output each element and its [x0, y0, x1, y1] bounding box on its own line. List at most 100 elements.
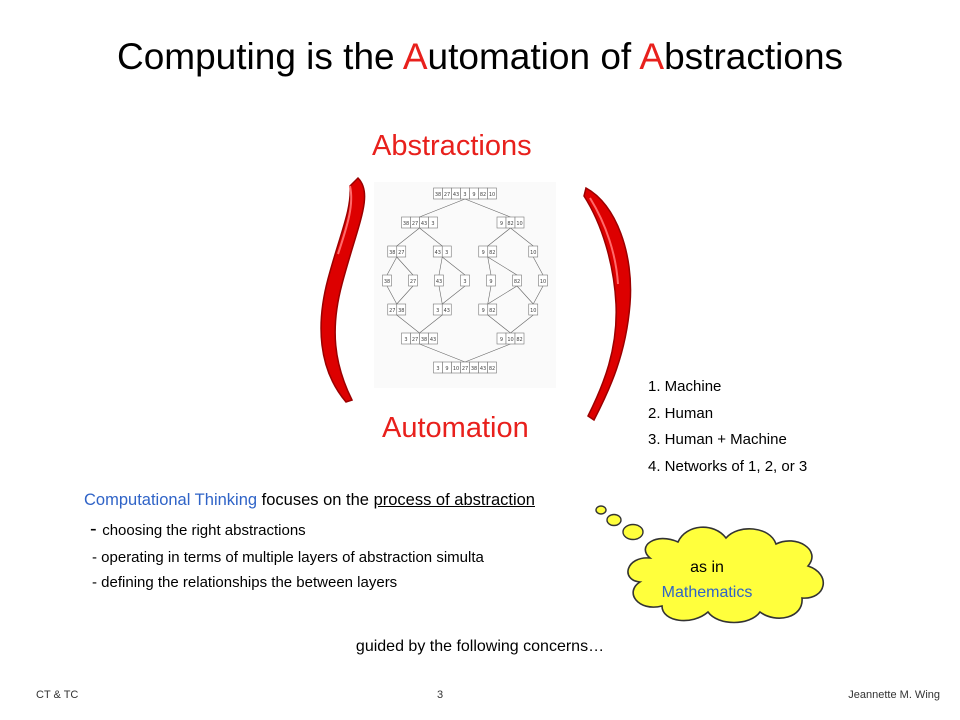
title-part: utomation of	[427, 36, 640, 77]
diagram-cell-value: 10	[540, 279, 546, 285]
diagram-node: 27	[408, 274, 418, 287]
diagram-cell-value: 82	[480, 192, 486, 198]
diagram-cell-value: 9	[472, 192, 475, 198]
left-curved-arrow-icon	[320, 176, 366, 403]
diagram-cell-value: 43	[430, 337, 436, 343]
footer-left: CT & TC	[36, 689, 79, 701]
diagram-node: 9	[486, 274, 496, 287]
diagram-edge	[419, 343, 466, 363]
diagram-cell-value: 43	[421, 221, 427, 227]
diagram-edge	[532, 285, 544, 305]
diagram-cell-value: 10	[530, 250, 536, 256]
diagram-cell-value: 82	[516, 337, 522, 343]
diagram-edge	[396, 314, 420, 334]
diagram-cell-value: 9	[500, 337, 503, 343]
diagram-cell	[460, 274, 470, 287]
diagram-cell	[428, 216, 438, 229]
diagram-cell-value: 38	[435, 192, 441, 198]
diagram-edge	[438, 256, 443, 276]
diagram-edge	[419, 314, 443, 334]
diagram-node: 3 43	[432, 303, 452, 316]
diagram-cell-value: 82	[489, 308, 495, 314]
diagram-edge	[532, 256, 544, 276]
diagram-cell	[528, 303, 539, 316]
right-curved-arrow-icon	[583, 186, 632, 422]
diagram-node: 9 82	[478, 303, 498, 316]
diagram-edge	[487, 256, 492, 276]
cloud-text: as in Mathematics	[622, 555, 792, 605]
diagram-edge	[516, 285, 534, 305]
guided-text: guided by the following concerns…	[355, 638, 605, 655]
bullet-choosing: - choosing the right abstractions	[90, 518, 306, 541]
diagram-edge	[510, 314, 534, 334]
ct-focus-line: Computational Thinking focuses on the pr…	[84, 491, 535, 510]
diagram-cell	[487, 361, 497, 374]
diagram-cell-value: 38	[421, 337, 427, 343]
diagram-edge	[419, 198, 466, 218]
diagram-cell-value: 82	[489, 366, 495, 372]
diagram-cell-value: 10	[516, 221, 522, 227]
diagram-cell-value: 43	[435, 250, 441, 256]
diagram-cell-value: 38	[384, 279, 390, 285]
diagram-cell-value: 82	[514, 279, 520, 285]
bullet-dash: -	[90, 518, 103, 540]
diagram-node: 43	[434, 274, 444, 287]
diagram-cell	[514, 332, 525, 345]
diagram-cell	[396, 245, 407, 258]
diagram-node: 82	[512, 274, 522, 287]
diagram-node: 10	[528, 245, 539, 258]
focus-text: focuses on the	[257, 491, 374, 509]
diagram-cell	[486, 274, 496, 287]
diagram-node: 10	[538, 274, 548, 287]
diagram-cell-value: 3	[436, 366, 439, 372]
list-item: 2. Human	[648, 404, 714, 422]
diagram-edge	[487, 285, 492, 305]
diagram-edge	[464, 198, 511, 218]
title-part: Computing is the	[116, 36, 403, 77]
diagram-cell-value: 3	[463, 279, 466, 285]
diagram-edge	[510, 227, 534, 247]
diagram-cell	[408, 274, 418, 287]
footer-page-number: 3	[437, 689, 444, 701]
diagram-cell	[441, 303, 452, 316]
diagram-cell-value: 9	[482, 250, 485, 256]
diagram-cell-value: 10	[507, 337, 513, 343]
diagram-edge	[487, 227, 511, 247]
diagram-cell-value: 38	[389, 250, 395, 256]
title-accent-letter: A	[402, 36, 428, 77]
diagram-cell-value: 27	[412, 337, 418, 343]
diagram-cell-value: 3	[463, 192, 466, 198]
diagram-cell-value: 9	[500, 221, 503, 227]
diagram-edge	[396, 227, 420, 247]
diagram-edge	[438, 285, 443, 305]
diagram-node: 3	[460, 274, 470, 287]
diagram-cell	[428, 332, 438, 345]
diagram-edge	[487, 256, 518, 276]
list-item: 3. Human + Machine	[648, 431, 787, 448]
diagram-cell	[487, 303, 498, 316]
diagram-edge	[419, 227, 443, 247]
diagram-cell-value: 9	[482, 308, 485, 314]
diagram-cell-value: 9	[445, 366, 448, 372]
diagram-cell-value: 43	[480, 366, 486, 372]
diagram-cell-value: 43	[444, 308, 450, 314]
diagram-edge	[386, 256, 398, 276]
diagram-cell	[487, 187, 497, 200]
diagram-cell	[434, 274, 444, 287]
bullet-operating: - operating in terms of multiple layers …	[92, 549, 484, 566]
title-part: bstractions	[664, 36, 844, 77]
diagram-cell	[514, 216, 525, 229]
abstractions-heading: Abstractions	[372, 130, 532, 162]
diagram-cell-value: 3	[436, 308, 439, 314]
bullet-defining: - defining the relationships the between…	[92, 574, 398, 591]
process-of-abstraction: process of abstraction	[373, 491, 535, 509]
slide-title: Computing is the Automation of Abstracti…	[0, 36, 960, 78]
diagram-edge	[442, 285, 466, 305]
diagram-cell	[396, 303, 407, 316]
